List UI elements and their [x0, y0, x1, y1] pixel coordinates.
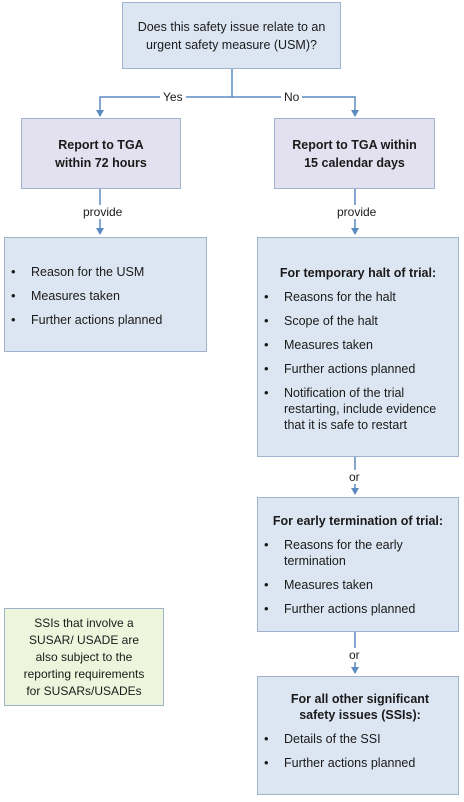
report-15-days-text: Report to TGA within 15 calendar days	[292, 137, 417, 170]
no-label: No	[281, 90, 303, 104]
susar-note-box: SSIs that involve a SUSAR/ USADE are als…	[4, 608, 164, 706]
list-item: Measures taken	[5, 288, 198, 304]
early-termination-list: Reasons for the early termination Measur…	[258, 537, 450, 617]
yes-label: Yes	[160, 90, 186, 104]
other-ssi-box: For all other significant safety issues …	[257, 676, 459, 795]
early-termination-heading: For early termination of trial:	[272, 514, 444, 528]
report-72-hours-text: Report to TGA within 72 hours	[55, 137, 147, 170]
list-item: Reason for the USM	[5, 264, 198, 280]
list-item: Scope of the halt	[258, 313, 450, 329]
report-15-days-box: Report to TGA within 15 calendar days	[274, 118, 435, 189]
list-item: Further actions planned	[258, 361, 450, 377]
or-label-2: or	[346, 648, 363, 662]
temporary-halt-box: For temporary halt of trial: Reasons for…	[257, 237, 459, 457]
list-item: Notification of the trial restarting, in…	[258, 385, 450, 433]
or-label-1: or	[346, 470, 363, 484]
list-item: Further actions planned	[258, 755, 450, 771]
report-72-hours-box: Report to TGA within 72 hours	[21, 118, 181, 189]
list-item: Further actions planned	[258, 601, 450, 617]
usm-details-box: Reason for the USM Measures taken Furthe…	[4, 237, 207, 352]
list-item: Reasons for the early termination	[258, 537, 450, 569]
list-item: Measures taken	[258, 337, 450, 353]
right-provide-label: provide	[334, 205, 380, 219]
early-termination-box: For early termination of trial: Reasons …	[257, 497, 459, 632]
list-item: Measures taken	[258, 577, 450, 593]
usm-question-box: Does this safety issue relate to an urge…	[122, 2, 341, 69]
usm-details-list: Reason for the USM Measures taken Furthe…	[5, 264, 198, 328]
other-ssi-list: Details of the SSI Further actions plann…	[258, 731, 450, 771]
usm-question: Does this safety issue relate to an urge…	[137, 19, 326, 52]
temporary-halt-heading: For temporary halt of trial:	[279, 266, 437, 280]
list-item: Reasons for the halt	[258, 289, 450, 305]
temporary-halt-list: Reasons for the halt Scope of the halt M…	[258, 289, 450, 433]
list-item: Further actions planned	[5, 312, 198, 328]
other-ssi-heading: For all other significant safety issues …	[290, 692, 430, 722]
left-provide-label: provide	[80, 205, 126, 219]
susar-note: SSIs that involve a SUSAR/ USADE are als…	[23, 615, 145, 698]
list-item: Details of the SSI	[258, 731, 450, 747]
no-arrow	[232, 96, 359, 117]
